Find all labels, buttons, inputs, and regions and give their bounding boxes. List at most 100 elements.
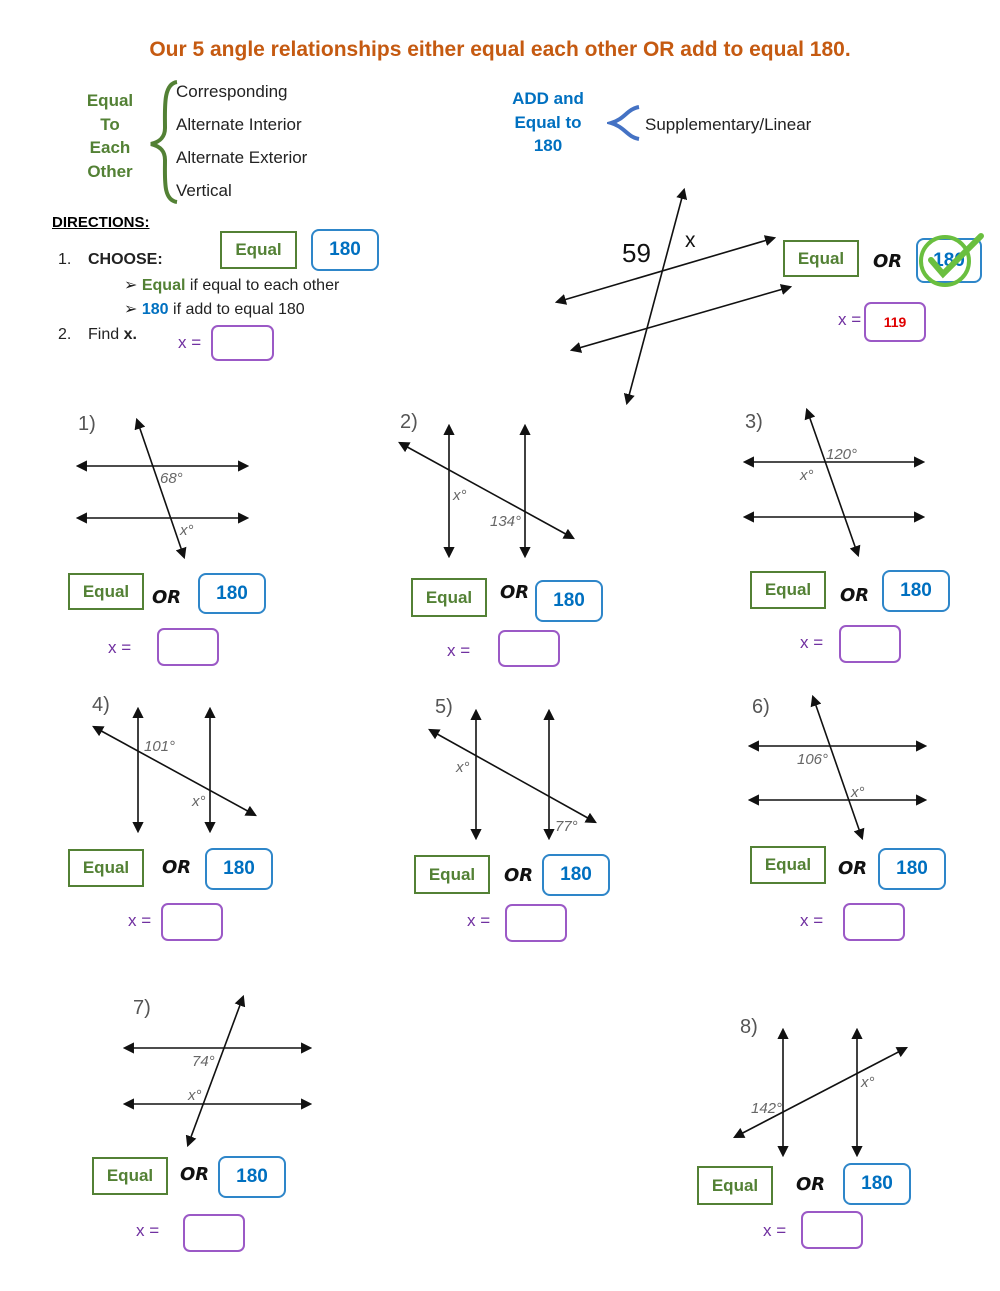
unknown-angle: x° bbox=[191, 793, 206, 810]
or-label: OR bbox=[180, 1164, 210, 1185]
label-line: To bbox=[100, 114, 120, 134]
p5-answer-field[interactable] bbox=[505, 904, 567, 942]
p2-answer-field[interactable] bbox=[498, 630, 560, 667]
p6-transversal bbox=[810, 694, 865, 841]
list-item: Alternate Exterior bbox=[176, 148, 308, 167]
supplementary-item: Supplementary/Linear bbox=[645, 115, 812, 134]
or-label: OR bbox=[840, 585, 870, 606]
bullet-text: if add to equal 180 bbox=[168, 301, 305, 318]
label-line: 180 bbox=[533, 136, 563, 155]
step2-var: x. bbox=[123, 326, 137, 343]
p4-transversal bbox=[92, 725, 257, 817]
legend-180-button: 180 bbox=[311, 229, 379, 271]
example-parallel-line bbox=[554, 235, 777, 305]
problem-number: 6) bbox=[752, 696, 770, 718]
x-label: x = bbox=[178, 333, 202, 352]
green-brace-icon bbox=[150, 80, 178, 204]
label-line: Equal bbox=[86, 91, 134, 110]
step2-number: 2. bbox=[58, 326, 72, 343]
x-label: x = bbox=[447, 641, 471, 660]
p4-equal-button[interactable]: Equal bbox=[68, 849, 144, 887]
p1-answer-field[interactable] bbox=[157, 628, 219, 666]
x-label: x = bbox=[763, 1221, 787, 1240]
p4-180-button[interactable]: 180 bbox=[205, 848, 273, 890]
p2-equal-button[interactable]: Equal bbox=[411, 578, 487, 617]
given-angle: 74° bbox=[192, 1053, 215, 1070]
unknown-angle: x° bbox=[187, 1087, 202, 1104]
unknown-angle: x° bbox=[860, 1074, 875, 1091]
p7-answer-field[interactable] bbox=[183, 1214, 245, 1252]
list-item: Corresponding bbox=[176, 82, 288, 101]
p8-180-button[interactable]: 180 bbox=[843, 1163, 911, 1205]
or-label: OR bbox=[796, 1174, 826, 1195]
bullet-text: if equal to each other bbox=[185, 277, 340, 294]
or-label: OR bbox=[162, 857, 192, 878]
example-answer-field[interactable]: 119 bbox=[864, 302, 926, 342]
or-label: OR bbox=[838, 858, 868, 879]
example-equal-button[interactable]: Equal bbox=[783, 240, 859, 277]
bullet-arrow-icon: ➢ bbox=[124, 277, 142, 294]
step2-label: Find bbox=[88, 326, 124, 343]
p1-equal-button[interactable]: Equal bbox=[68, 573, 144, 610]
problem-number: 1) bbox=[78, 413, 96, 435]
label-line: ADD and bbox=[512, 89, 584, 108]
unknown-angle: x° bbox=[850, 784, 865, 801]
given-angle: 134° bbox=[490, 513, 521, 530]
unknown-angle: x° bbox=[455, 759, 470, 776]
problem-number: 8) bbox=[740, 1016, 758, 1038]
p8-transversal bbox=[733, 1046, 908, 1139]
p8-answer-field[interactable] bbox=[801, 1211, 863, 1249]
x-label: x = bbox=[136, 1221, 160, 1240]
p6-answer-field[interactable] bbox=[843, 903, 905, 941]
p2-transversal bbox=[398, 441, 575, 540]
example-parallel-line bbox=[569, 284, 793, 353]
p3-answer-field[interactable] bbox=[839, 625, 901, 663]
p6-equal-button[interactable]: Equal bbox=[750, 846, 826, 884]
p7-equal-button[interactable]: Equal bbox=[92, 1157, 168, 1195]
x-label: x = bbox=[800, 633, 824, 652]
given-angle: 101° bbox=[144, 738, 175, 755]
given-angle: 142° bbox=[751, 1100, 782, 1117]
label-line: Each bbox=[89, 138, 131, 157]
bullet-180: ➢ 180 if add to equal 180 bbox=[124, 299, 305, 319]
unknown-angle: x° bbox=[452, 487, 467, 504]
problem-number: 3) bbox=[745, 411, 763, 433]
x-label: x = bbox=[467, 911, 491, 930]
p4-answer-field[interactable] bbox=[161, 903, 223, 941]
p3-equal-button[interactable]: Equal bbox=[750, 571, 826, 609]
legend-answer-box bbox=[211, 325, 274, 361]
p2-180-button[interactable]: 180 bbox=[535, 580, 603, 622]
bullet-arrow-icon: ➢ bbox=[124, 301, 142, 318]
p1-180-button[interactable]: 180 bbox=[198, 573, 266, 614]
p7-180-button[interactable]: 180 bbox=[218, 1156, 286, 1198]
p5-180-button[interactable]: 180 bbox=[542, 854, 610, 896]
p8-equal-button[interactable]: Equal bbox=[697, 1166, 773, 1205]
x-label: x = bbox=[800, 911, 824, 930]
bullet-key: Equal bbox=[141, 277, 186, 294]
or-label: OR bbox=[504, 865, 534, 886]
x-label: x = bbox=[838, 310, 862, 329]
problem-number: 7) bbox=[133, 997, 151, 1019]
equal-relationships-list: Corresponding Alternate Interior Alterna… bbox=[176, 75, 307, 207]
add-group-label: ADD and Equal to 180 bbox=[503, 87, 593, 158]
label-line: Equal to bbox=[514, 112, 582, 132]
x-label: x = bbox=[128, 911, 152, 930]
directions-heading: DIRECTIONS: bbox=[52, 214, 150, 231]
or-label: OR bbox=[500, 582, 530, 603]
p6-180-button[interactable]: 180 bbox=[878, 848, 946, 890]
p1-transversal bbox=[134, 417, 187, 560]
label-line: Other bbox=[87, 161, 133, 181]
p3-transversal bbox=[804, 407, 861, 558]
blue-brace-icon bbox=[607, 105, 640, 141]
legend-equal-button: Equal bbox=[220, 231, 297, 269]
checkmark-icon bbox=[919, 233, 984, 287]
bullet-equal: ➢ Equal if equal to each other bbox=[124, 275, 339, 295]
list-item: Alternate Interior bbox=[176, 115, 302, 134]
given-angle: 106° bbox=[797, 751, 828, 768]
list-item: Vertical bbox=[176, 181, 232, 200]
p5-equal-button[interactable]: Equal bbox=[414, 855, 490, 894]
p3-180-button[interactable]: 180 bbox=[882, 570, 950, 612]
or-label: OR bbox=[152, 587, 182, 608]
